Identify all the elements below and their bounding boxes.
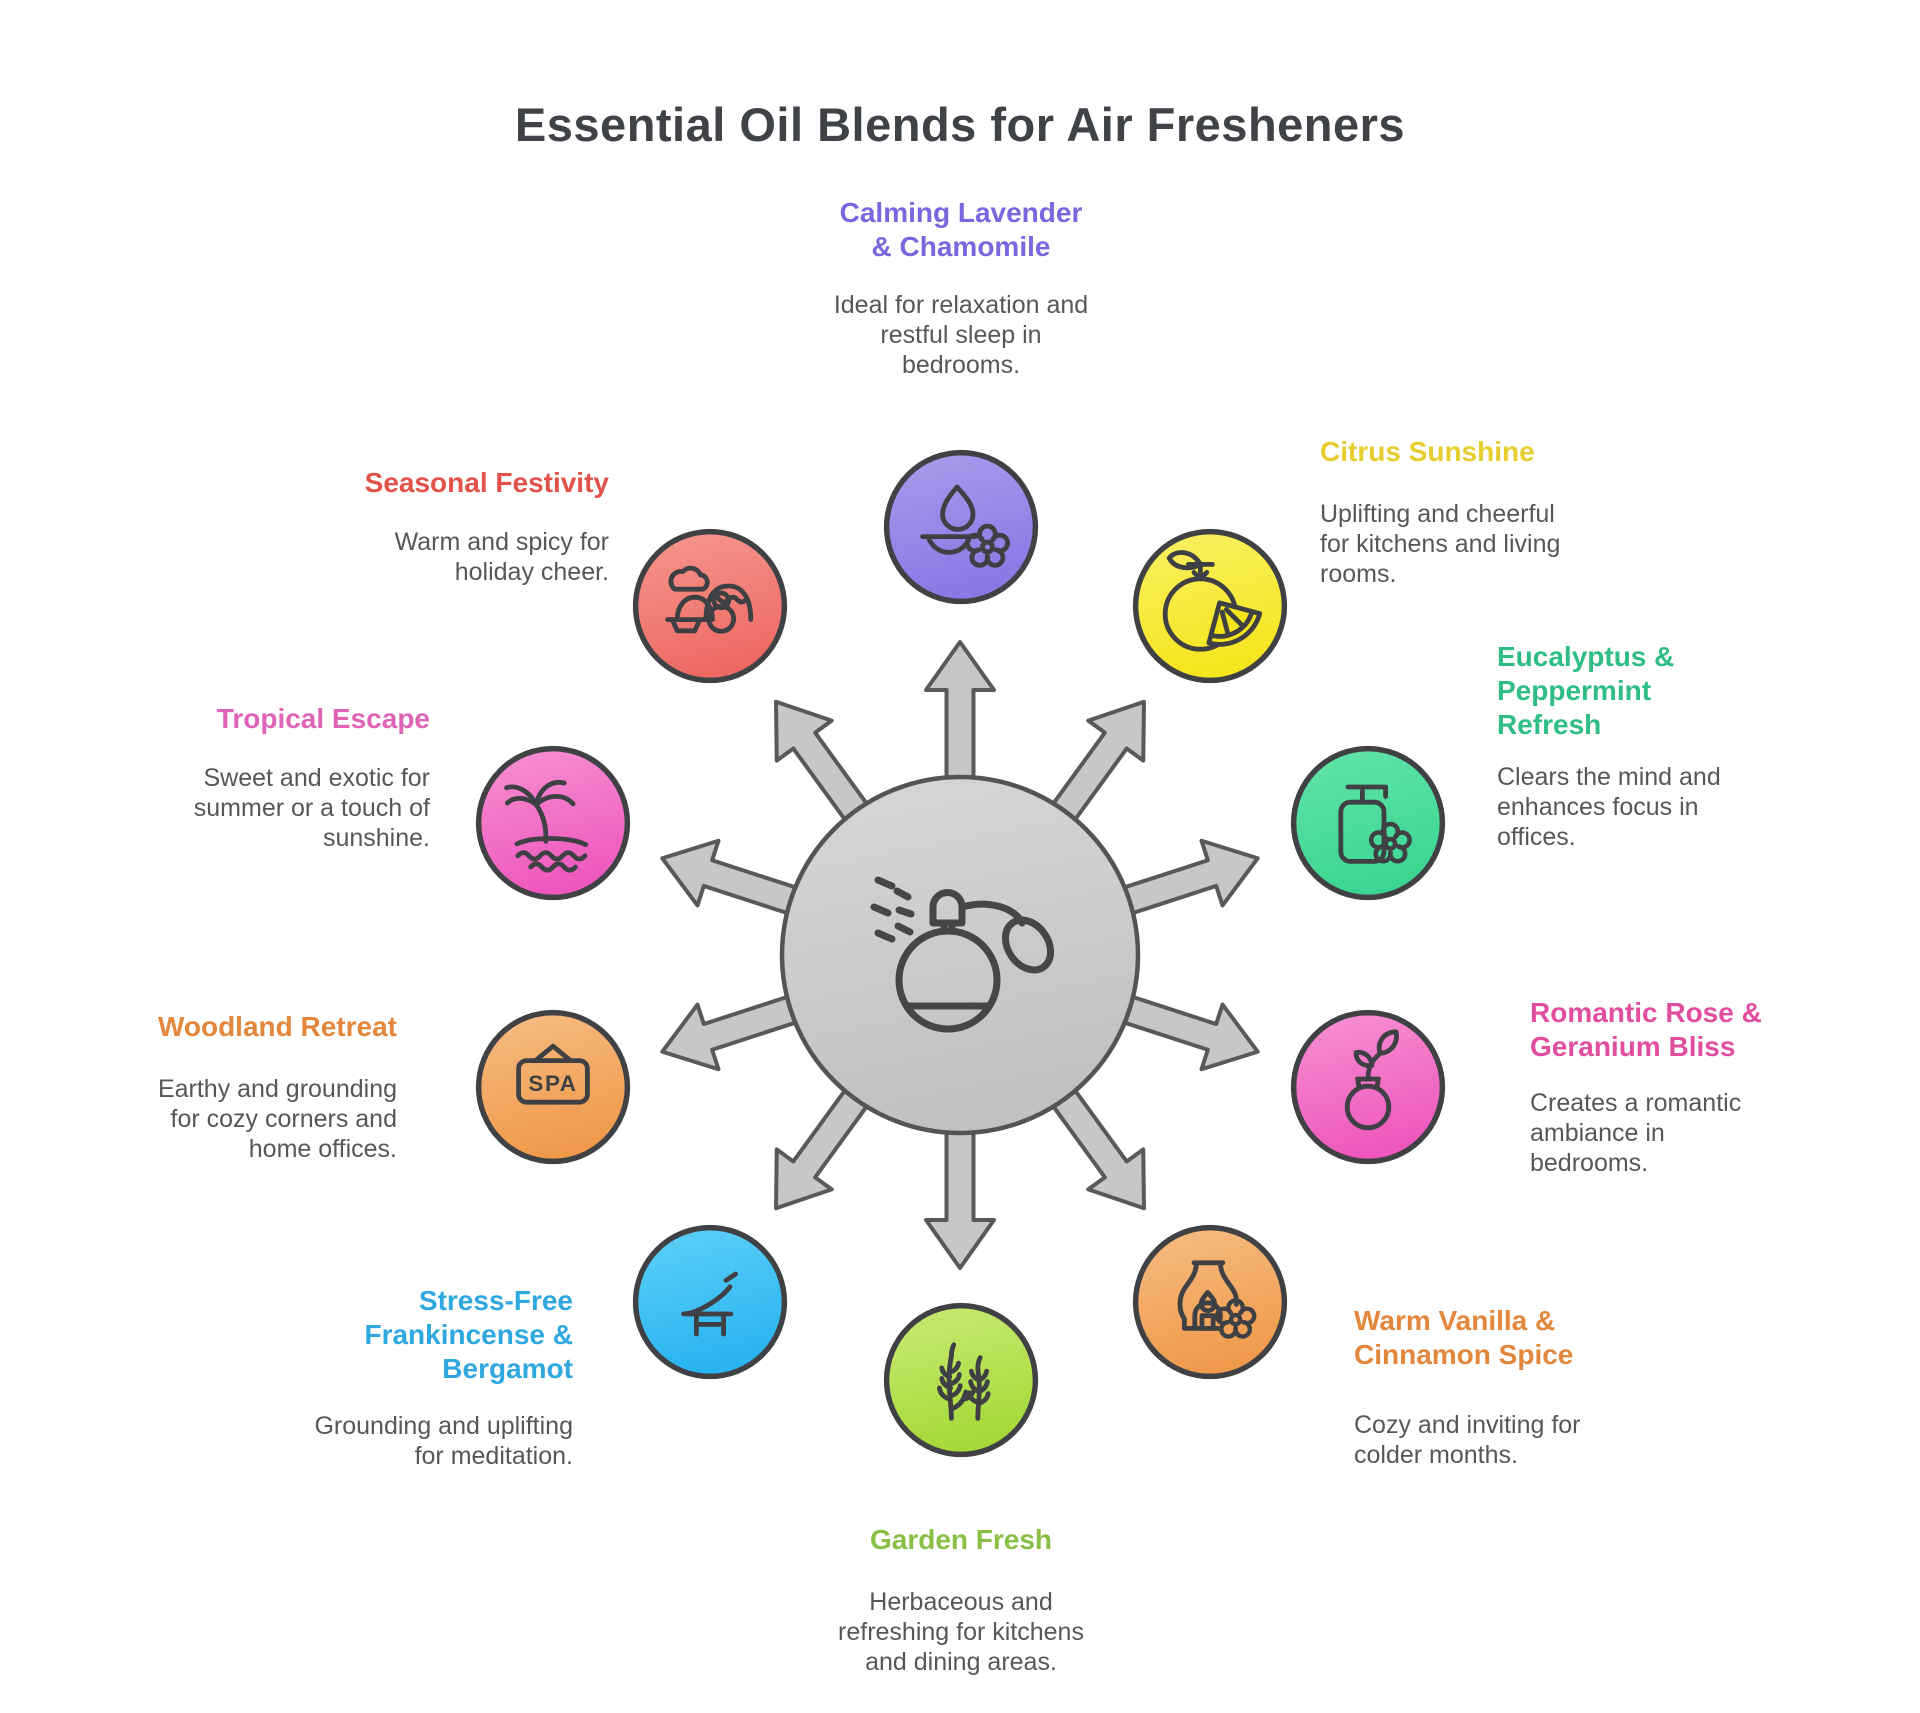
spa-sign-icon: SPA <box>516 1043 590 1105</box>
blend-desc-rose: Creates a romantic ambiance in bedrooms. <box>1530 1088 1870 1178</box>
title-line: Cinnamon Spice <box>1354 1339 1574 1370</box>
title-line: Citrus Sunshine <box>1320 436 1535 467</box>
desc-line: holiday cheer. <box>454 558 609 586</box>
blend-title-festivity: Seasonal Festivity <box>189 466 609 500</box>
desc-line: Earthy and grounding <box>157 1075 397 1103</box>
blend-icon-vanilla <box>1130 1222 1290 1382</box>
title-line: Garden Fresh <box>869 1524 1053 1555</box>
hub-circle <box>779 774 1141 1136</box>
desc-line: colder months. <box>1354 1441 1518 1469</box>
blend-title-woodland: Woodland Retreat <box>0 1010 397 1044</box>
blend-title-garden: Garden Fresh <box>761 1523 1161 1557</box>
blend-title-lavender: Calming Lavender & Chamomile <box>761 196 1161 264</box>
title-line: Refresh <box>1497 709 1602 740</box>
blend-desc-garden: Herbaceous and refreshing for kitchens a… <box>761 1587 1161 1677</box>
desc-line: and dining areas. <box>865 1648 1057 1676</box>
page-title: Essential Oil Blends for Air Fresheners <box>514 98 1406 152</box>
desc-line: rooms. <box>1320 560 1397 588</box>
desc-line: for kitchens and living <box>1320 530 1561 558</box>
title-line: Frankincense & <box>364 1319 573 1350</box>
desc-line: Herbaceous and <box>869 1588 1053 1616</box>
winter-scene-icon <box>665 565 754 634</box>
blend-icon-festivity <box>630 526 790 686</box>
blend-desc-festivity: Warm and spicy for holiday cheer. <box>189 527 609 587</box>
blend-desc-frankincense: Grounding and uplifting for meditation. <box>153 1411 573 1471</box>
blend-title-tropical: Tropical Escape <box>10 702 430 736</box>
desc-line: Creates a romantic <box>1530 1089 1742 1117</box>
blend-title-rose: Romantic Rose & Geranium Bliss <box>1530 996 1890 1064</box>
title-line: Woodland Retreat <box>157 1011 397 1042</box>
desc-line: refreshing for kitchens <box>838 1618 1084 1646</box>
blend-title-frankincense: Stress-Free Frankincense & Bergamot <box>153 1284 573 1386</box>
blend-desc-vanilla: Cozy and inviting for colder months. <box>1354 1410 1694 1470</box>
blend-icon-lavender <box>881 447 1041 607</box>
desc-line: Ideal for relaxation and <box>833 291 1089 319</box>
blend-desc-citrus: Uplifting and cheerful for kitchens and … <box>1320 499 1660 589</box>
palm-island-icon <box>504 779 589 873</box>
center-hub <box>560 555 1360 1355</box>
title-line: Romantic Rose & <box>1530 997 1762 1028</box>
blend-icon-garden <box>881 1300 1041 1460</box>
blend-icon-woodland: SPA <box>473 1007 633 1167</box>
desc-line: home offices. <box>248 1135 397 1163</box>
desc-line: for cozy corners and <box>170 1105 398 1133</box>
perfume-atomizer-icon <box>870 876 1055 1033</box>
title-line: Stress-Free <box>418 1285 573 1316</box>
spa-sign-label: SPA <box>528 1071 577 1096</box>
blend-icon-citrus <box>1130 526 1290 686</box>
blend-desc-lavender: Ideal for relaxation and restful sleep i… <box>761 290 1161 380</box>
desc-line: summer or a touch of <box>193 794 430 822</box>
center-hub-graphic <box>649 640 1271 1270</box>
desc-line: Sweet and exotic for <box>203 764 430 792</box>
title-line: Calming Lavender <box>839 197 1083 228</box>
blend-icon-eucalyptus <box>1288 743 1448 903</box>
blend-icon-frankincense <box>630 1222 790 1382</box>
lounge-chair-icon <box>681 1271 738 1337</box>
oil-lamp-flower-icon <box>920 484 1008 565</box>
desc-line: bedrooms. <box>901 351 1021 379</box>
desc-line: bedrooms. <box>1530 1149 1649 1177</box>
herb-sprigs-icon <box>937 1342 991 1421</box>
title-line: Tropical Escape <box>216 703 430 734</box>
blend-icon-tropical <box>473 743 633 903</box>
pump-bottle-flower-icon <box>1338 784 1410 864</box>
blend-title-eucalyptus: Eucalyptus & Peppermint Refresh <box>1497 640 1837 742</box>
desc-line: Uplifting and cheerful <box>1320 500 1555 528</box>
blend-title-citrus: Citrus Sunshine <box>1320 435 1660 469</box>
arrow-down-icon <box>924 1118 996 1270</box>
title-line: Bergamot <box>442 1353 573 1384</box>
title-line: Eucalyptus & <box>1497 641 1675 672</box>
orange-with-slice-icon <box>1162 550 1263 652</box>
desc-line: ambiance in <box>1530 1119 1665 1147</box>
desc-line: sunshine. <box>322 824 430 852</box>
blend-desc-woodland: Earthy and grounding for cozy corners an… <box>0 1074 397 1164</box>
desc-line: offices. <box>1497 823 1576 851</box>
desc-line: Clears the mind and <box>1497 763 1721 791</box>
desc-line: for meditation. <box>414 1442 573 1470</box>
blend-desc-tropical: Sweet and exotic for summer or a touch o… <box>10 763 430 853</box>
arrow-up-icon <box>924 640 996 792</box>
title-line: Warm Vanilla & <box>1354 1305 1556 1336</box>
desc-line: Warm and spicy for <box>394 528 609 556</box>
blend-title-vanilla: Warm Vanilla & Cinnamon Spice <box>1354 1304 1694 1372</box>
desc-line: Cozy and inviting for <box>1354 1411 1581 1439</box>
blend-desc-eucalyptus: Clears the mind and enhances focus in of… <box>1497 762 1837 852</box>
oil-burner-flower-icon <box>1177 1260 1254 1337</box>
title-line: Seasonal Festivity <box>364 467 609 498</box>
bud-vase-sprout-icon <box>1344 1029 1399 1131</box>
desc-line: restful sleep in <box>880 321 1042 349</box>
desc-line: Grounding and uplifting <box>314 1412 573 1440</box>
blend-icon-rose <box>1288 1007 1448 1167</box>
title-line: Geranium Bliss <box>1530 1031 1736 1062</box>
title-line: & Chamomile <box>871 231 1051 262</box>
title-line: Peppermint <box>1497 675 1652 706</box>
desc-line: enhances focus in <box>1497 793 1699 821</box>
